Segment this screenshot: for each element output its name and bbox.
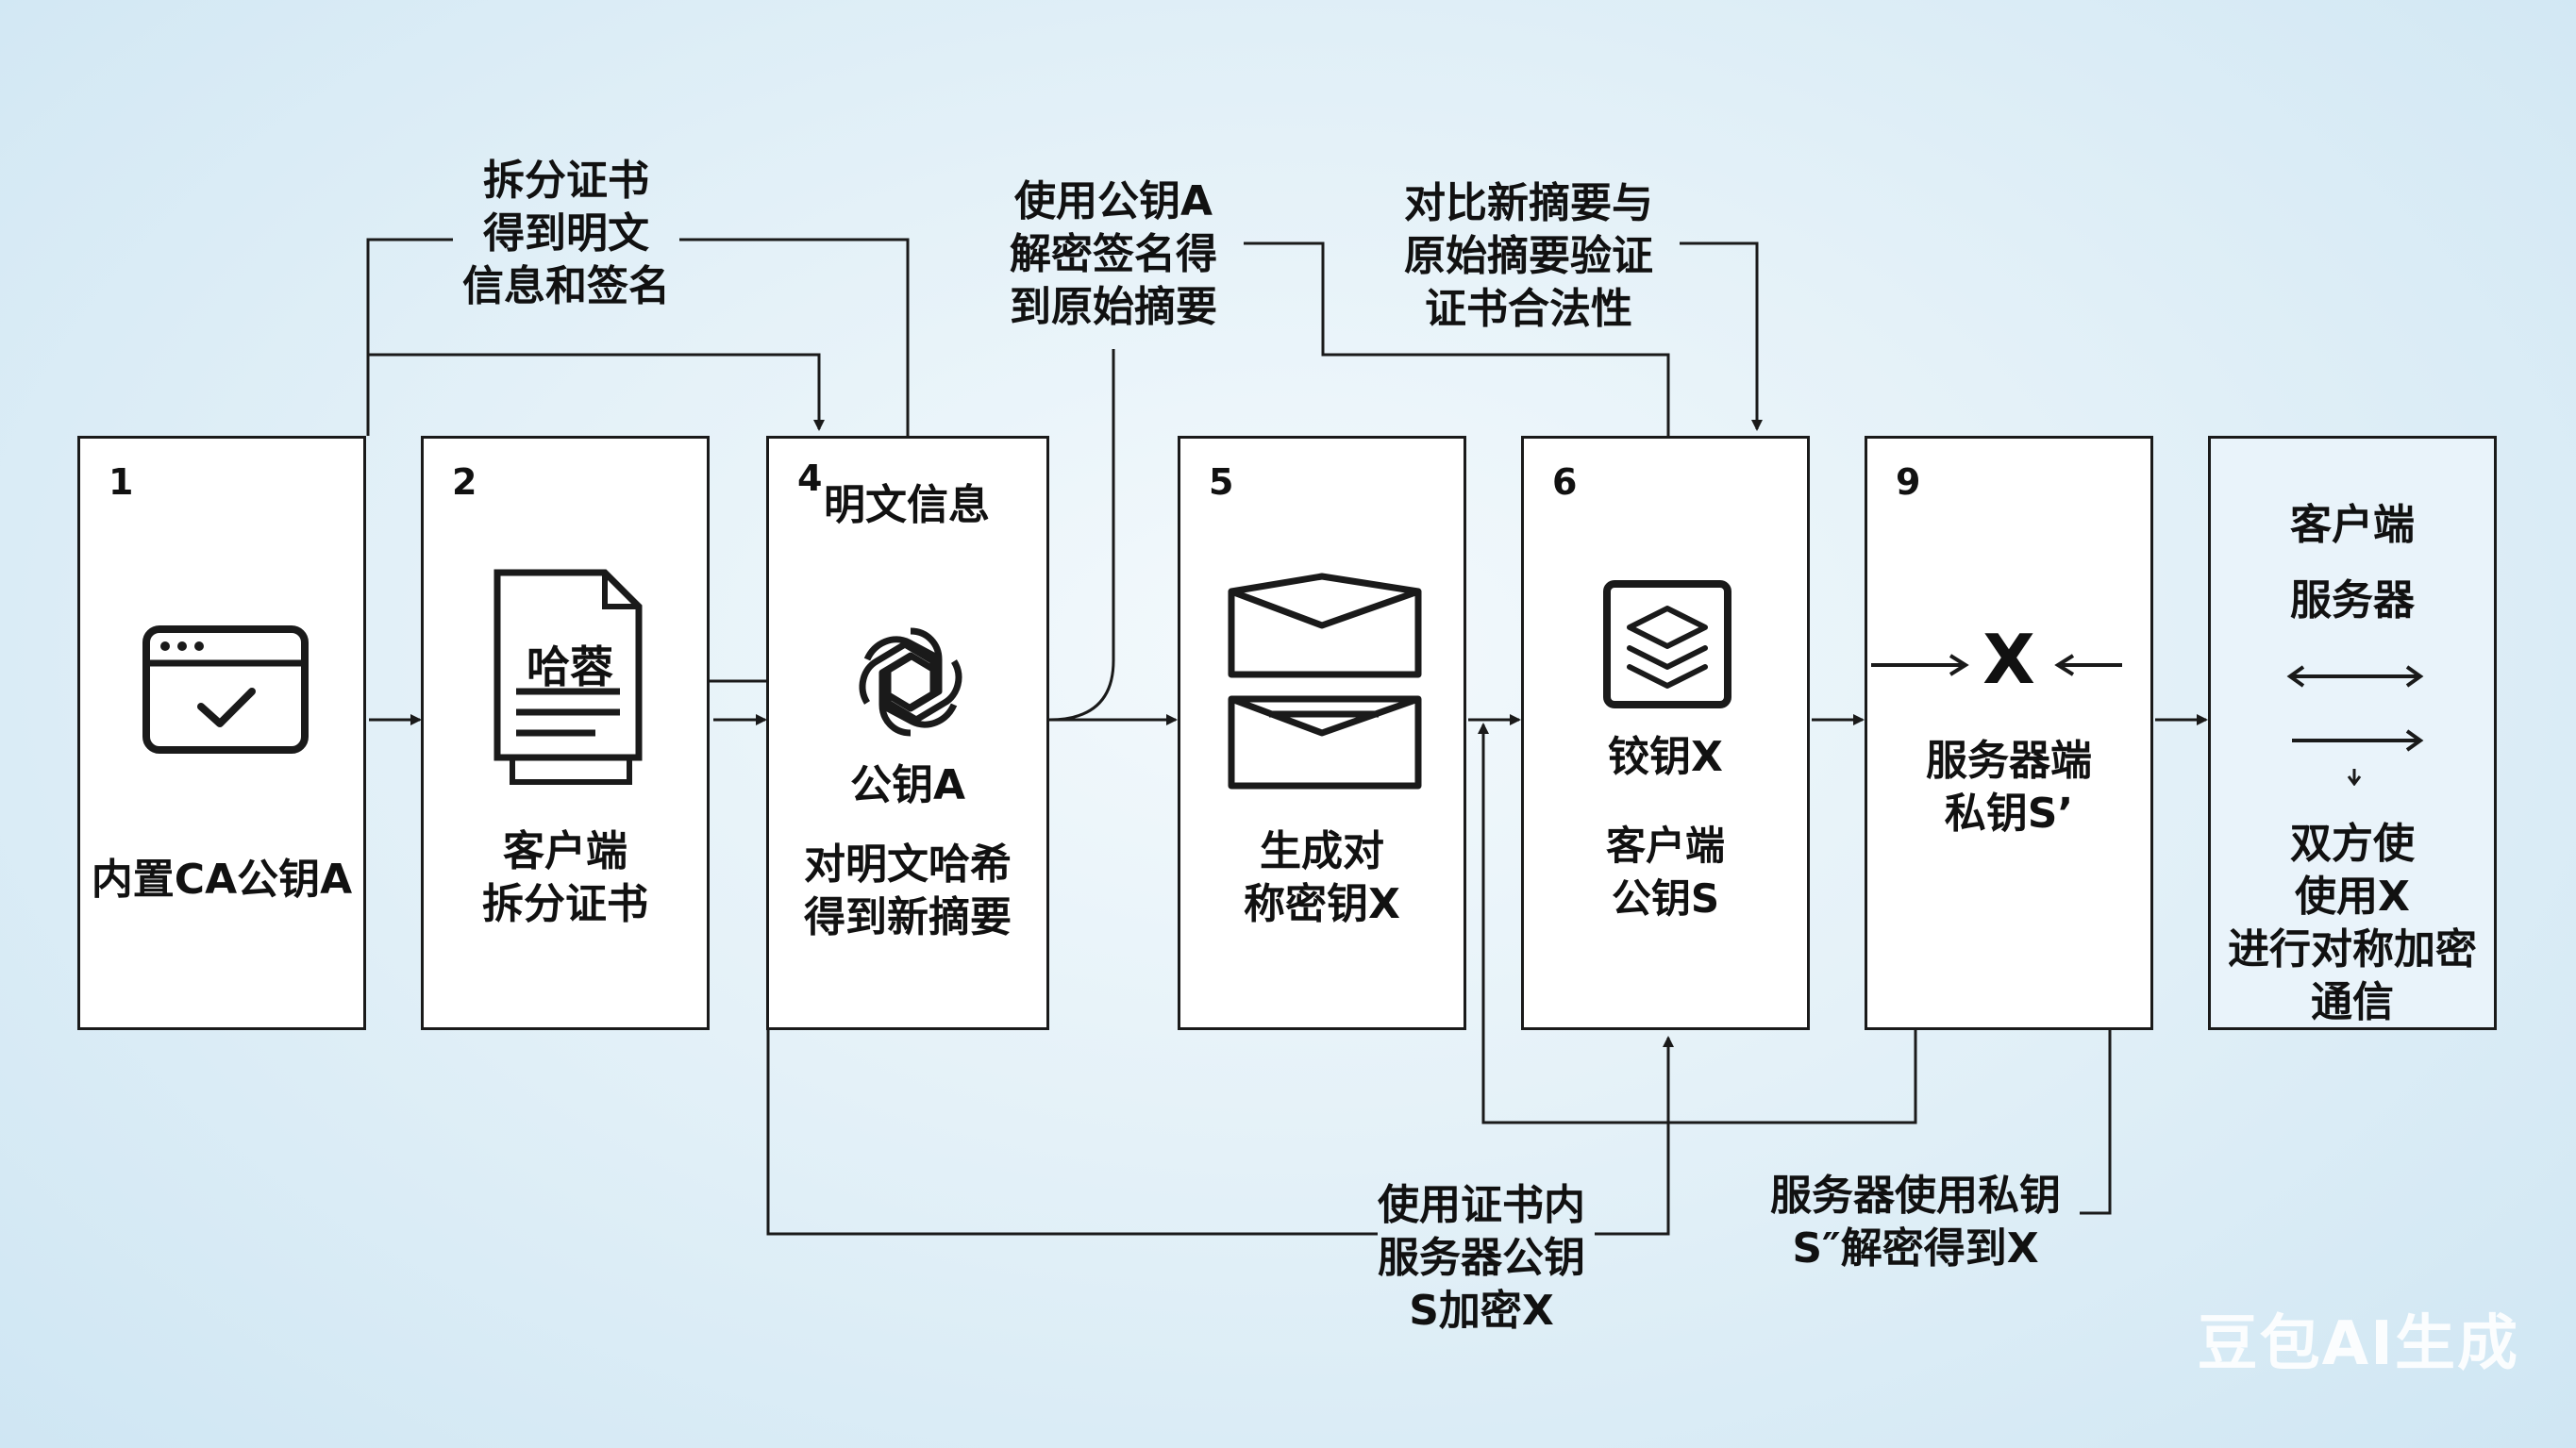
x-symbol: X bbox=[1982, 620, 2035, 699]
key-x-label: 铰钥X bbox=[1608, 733, 1723, 781]
step-label: 生成对 称密钥X bbox=[1244, 827, 1400, 928]
document-text: 哈蓉 bbox=[527, 641, 613, 692]
flow-arrow-4-5 bbox=[1048, 349, 1115, 722]
layers-icon bbox=[1603, 580, 1731, 708]
watermark: 豆包AI生成 bbox=[2197, 1309, 2519, 1379]
plaintext-title: 明文信息 bbox=[824, 481, 990, 529]
step-box-final: 客户端 服务器 双方使 使用X 进行对称加密 通信 bbox=[2208, 436, 2497, 1030]
bidirectional-arrow-icon bbox=[2286, 665, 2424, 786]
split-bracket bbox=[366, 238, 453, 436]
decrypt-bracket bbox=[1244, 241, 1670, 436]
encrypt-loop bbox=[766, 1030, 1378, 1236]
split-to-b4 bbox=[368, 353, 825, 431]
server-bracket bbox=[2080, 1030, 2112, 1215]
client-title: 客户端 bbox=[2290, 501, 2415, 549]
step-number: 1 bbox=[109, 461, 134, 503]
envelope-icon bbox=[1228, 573, 1422, 790]
browser-check-icon bbox=[142, 625, 309, 754]
step-label: 服务器端 私钥S’ bbox=[1926, 737, 2092, 838]
step-label: 对明文哈希 得到新摘要 bbox=[804, 841, 1012, 941]
step-box-5: 5 生成对 称密钥X bbox=[1178, 436, 1466, 1030]
annotation-encrypt-x: 使用证书内 服务器公钥 S加密X bbox=[1378, 1181, 1585, 1335]
step-label: 客户端 拆分证书 bbox=[482, 827, 648, 928]
annotation-compare-digest: 对比新摘要与 原始摘要验证 证书合法性 bbox=[1404, 179, 1653, 333]
knot-icon bbox=[859, 627, 962, 737]
server-decrypt-line bbox=[1478, 723, 1917, 1124]
step-number: 6 bbox=[1552, 461, 1578, 503]
compare-arrow bbox=[1680, 241, 1763, 431]
step-number: 2 bbox=[452, 461, 477, 503]
step-box-6: 6 铰钥X 客户端 公钥S bbox=[1521, 436, 1810, 1030]
converge-arrows-icon bbox=[1871, 654, 2122, 676]
document-icon bbox=[493, 569, 643, 785]
step-number: 4 bbox=[797, 458, 823, 499]
annotation-split-cert: 拆分证书 得到明文 信息和签名 bbox=[462, 157, 670, 310]
public-key-a-label: 公钥A bbox=[849, 761, 966, 809]
step-box-9: 9 X 服务器端 私钥S’ bbox=[1865, 436, 2153, 1030]
annotation-decrypt-signature: 使用公钥A 解密签名得 到原始摘要 bbox=[1010, 177, 1217, 331]
step-box-1: 1 内置CA公钥A bbox=[77, 436, 366, 1030]
step-number: 9 bbox=[1896, 461, 1921, 503]
step-label: 客户端 公钥S bbox=[1605, 823, 1725, 922]
annotation-server-decrypt: 服务器使用私钥 S″解密得到X bbox=[1770, 1172, 2061, 1273]
step-label: 内置CA公钥A bbox=[91, 856, 353, 904]
step-label: 双方使 使用X 进行对称加密 通信 bbox=[2228, 820, 2477, 1026]
step-box-4: 4 明文信息 公钥A 对明文哈希 得到新摘要 bbox=[766, 436, 1049, 1030]
step-number: 5 bbox=[1209, 461, 1234, 503]
server-title: 服务器 bbox=[2290, 576, 2415, 624]
step-box-2: 2 哈蓉 客户端 拆分证书 bbox=[421, 436, 710, 1030]
